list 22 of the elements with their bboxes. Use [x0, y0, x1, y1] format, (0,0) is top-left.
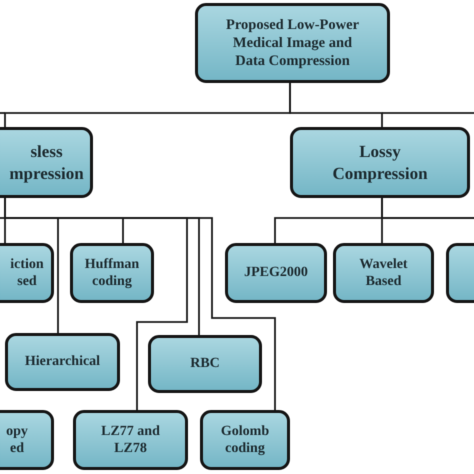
node-label: Hierarchical	[24, 353, 100, 371]
node-label: Wavelet Based	[358, 256, 409, 290]
process-box	[225, 243, 327, 303]
node-label: Proposed Low-Power Medical Image and Data Compression	[224, 16, 360, 70]
process-box	[70, 243, 154, 303]
node-label: RBC	[190, 355, 220, 373]
node-label: iction sed	[9, 256, 45, 290]
process-box	[148, 335, 262, 393]
node-label: LZ77 and LZ78	[100, 422, 161, 458]
process-box	[200, 410, 290, 470]
process-box	[195, 3, 390, 83]
connector-line	[289, 83, 383, 127]
process-box	[333, 243, 434, 303]
node-label: JPEG2000	[244, 264, 308, 282]
node-label: sless mpression	[8, 141, 85, 184]
node-label: opy ed	[5, 422, 29, 458]
node-label: Golomb coding	[220, 422, 270, 458]
node-label: Lossy Compression	[331, 141, 429, 184]
process-box	[290, 127, 470, 198]
process-box	[5, 333, 120, 391]
process-box	[73, 410, 188, 470]
node-label: Huffman coding	[84, 256, 140, 290]
